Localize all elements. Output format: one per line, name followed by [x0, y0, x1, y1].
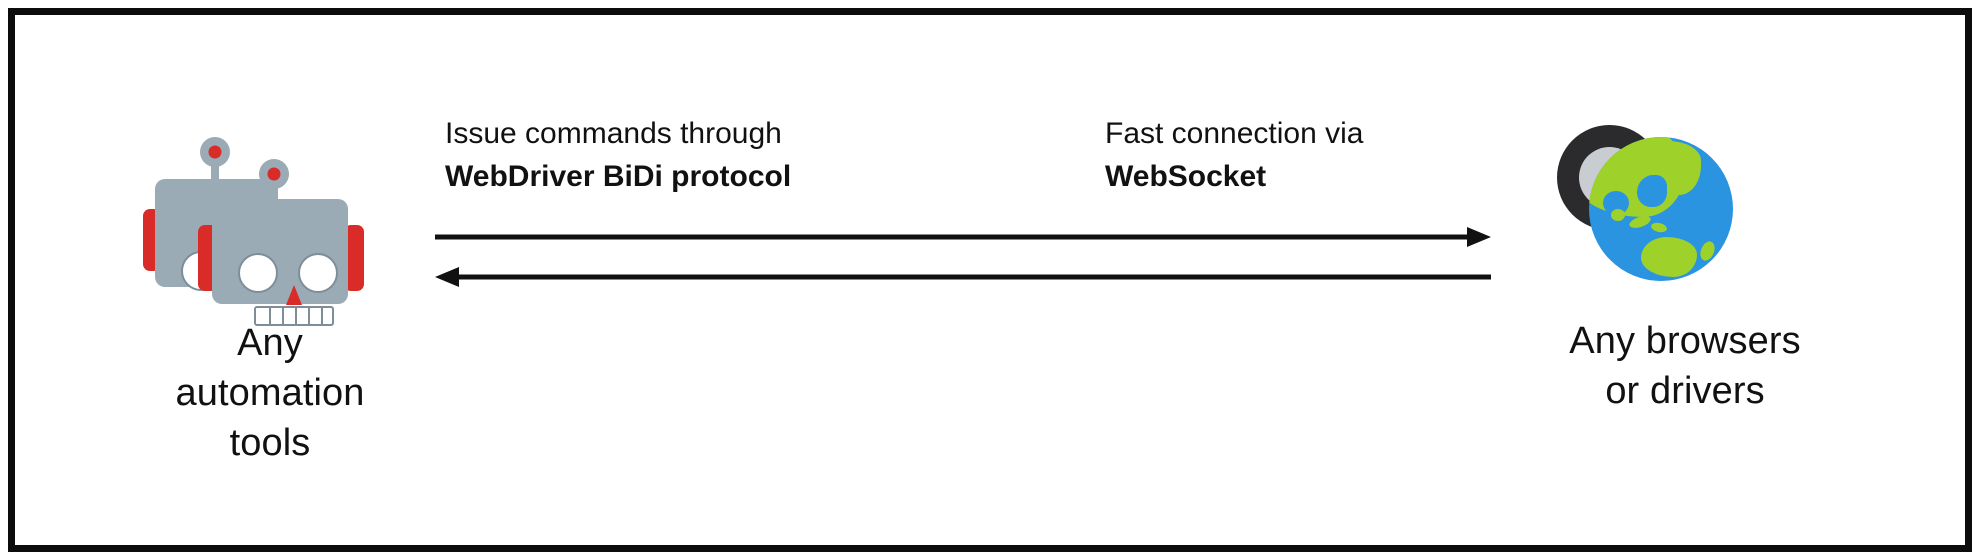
globe-icon [1589, 137, 1733, 281]
globe-landmass-newzealand [1697, 239, 1718, 263]
robot-front-icon [198, 159, 368, 326]
globe-and-tire-icon [1495, 115, 1875, 290]
node-browsers-drivers: Any browsers or drivers [1495, 115, 1875, 525]
caption-line: Any [237, 322, 303, 364]
caption-line: or drivers [1605, 370, 1765, 413]
annotation-connection: Fast connection via WebSocket [1105, 113, 1363, 198]
robot-antenna-bulb [200, 137, 230, 167]
node-automation-tools: Any automation tools [125, 125, 415, 525]
caption-line: Any browsers [1569, 320, 1801, 362]
arrow-svg [435, 227, 1491, 287]
annotation-commands-line1: Issue commands through [445, 117, 782, 150]
robot-head [212, 199, 348, 326]
globe-island [1611, 209, 1625, 221]
robot-ear-right [344, 225, 364, 291]
events-arrow [435, 267, 1491, 287]
robot-nose [286, 285, 302, 305]
annotation-commands-line2: WebDriver BiDi protocol [445, 159, 792, 193]
annotation-commands: Issue commands through WebDriver BiDi pr… [445, 113, 791, 198]
robot-eye-left [238, 253, 278, 293]
robot-eye-right [298, 253, 338, 293]
robots-icon [125, 125, 415, 326]
commands-arrow [435, 227, 1491, 247]
annotation-connection-line1: Fast connection via [1105, 117, 1364, 150]
arrow-group [433, 225, 1493, 295]
robot-mouth [254, 306, 334, 326]
robot-antenna-stalk [211, 155, 219, 185]
robot-antenna-stalk [270, 177, 278, 203]
node-browsers-drivers-caption: Any browsers or drivers [1495, 316, 1875, 416]
caption-line: automation [175, 372, 365, 415]
node-automation-tools-caption: Any automation tools [125, 318, 415, 468]
annotation-connection-line2: WebSocket [1105, 159, 1267, 193]
globe-sea [1637, 175, 1667, 207]
globe-island [1650, 221, 1668, 234]
caption-line: tools [229, 422, 311, 465]
diagram-frame: Any automation tools Issue commands thro… [8, 8, 1972, 552]
globe-landmass-australia [1641, 237, 1697, 277]
robot-antenna-bulb [259, 159, 289, 189]
